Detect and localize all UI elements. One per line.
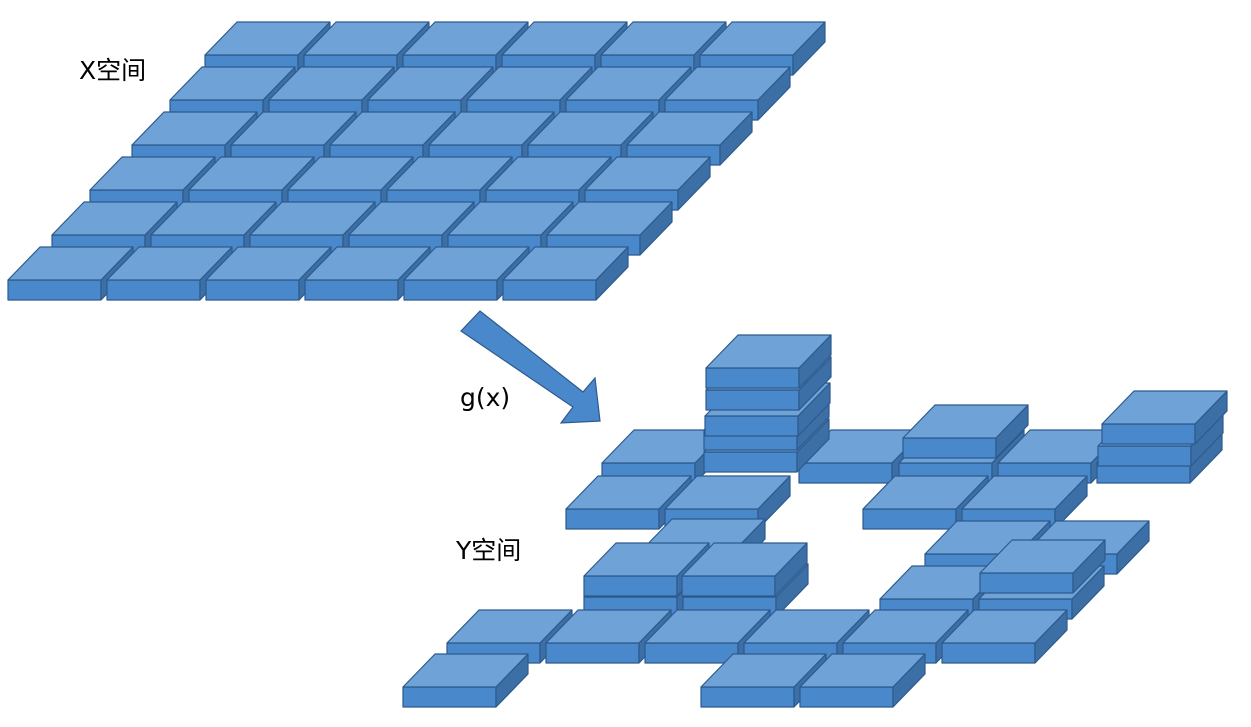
tile-top-face <box>303 21 430 56</box>
tile-top-face <box>1101 390 1228 425</box>
tile-top-face <box>545 609 672 644</box>
mapping-function-label: g(x) <box>460 383 511 412</box>
tile-top-face <box>705 334 832 369</box>
tile-top-face <box>664 475 791 510</box>
tile-top-face <box>51 201 178 236</box>
tile-top-face <box>367 66 494 101</box>
tile-front-face <box>1101 423 1196 445</box>
x-space-tile-grid <box>7 21 826 301</box>
tile-top-face <box>287 156 414 191</box>
tile-top-face <box>502 246 629 281</box>
y-space-tile <box>799 653 926 708</box>
tile-top-face <box>447 201 574 236</box>
tile-top-face <box>546 201 673 236</box>
y-space-tile <box>979 539 1106 594</box>
tile-top-face <box>205 246 332 281</box>
tile-top-face <box>204 21 331 56</box>
tile-top-face <box>188 156 315 191</box>
tile-top-face <box>565 66 692 101</box>
tile-front-face <box>106 279 201 301</box>
tile-top-face <box>743 609 870 644</box>
tile-front-face <box>703 451 798 473</box>
tile-front-face <box>799 686 894 708</box>
tile-top-face <box>446 609 573 644</box>
y-space-tile <box>402 653 529 708</box>
tile-top-face <box>902 404 1029 439</box>
tile-front-face <box>644 642 739 664</box>
tile-top-face <box>842 609 969 644</box>
tile-top-face <box>699 21 826 56</box>
tile-top-face <box>7 246 134 281</box>
tile-top-face <box>150 201 277 236</box>
tile-front-face <box>798 462 893 484</box>
tile-front-face <box>862 508 957 530</box>
tile-top-face <box>961 475 1088 510</box>
tile-top-face <box>249 201 376 236</box>
y-space-tile <box>1101 390 1228 445</box>
tile-top-face <box>565 475 692 510</box>
tile-top-face <box>941 609 1068 644</box>
tile-top-face <box>466 66 593 101</box>
tile-top-face <box>403 246 530 281</box>
tile-front-face <box>403 279 498 301</box>
tile-front-face <box>941 642 1036 664</box>
tile-front-face <box>7 279 102 301</box>
tile-top-face <box>402 653 529 688</box>
tile-top-face <box>584 156 711 191</box>
tile-top-face <box>428 111 555 146</box>
y-space-tile <box>705 334 832 389</box>
tile-front-face <box>979 572 1074 594</box>
tile-top-face <box>348 201 475 236</box>
tile-top-face <box>979 539 1106 574</box>
tile-top-face <box>664 66 791 101</box>
tile-front-face <box>1097 445 1192 467</box>
tile-top-face <box>386 156 513 191</box>
y-space-tile <box>681 542 808 597</box>
y-space-tile <box>902 404 1029 459</box>
y-space-tile <box>941 609 1068 664</box>
tile-front-face <box>902 437 997 459</box>
tile-top-face <box>131 111 258 146</box>
tile-top-face <box>799 653 926 688</box>
tile-top-face <box>329 111 456 146</box>
x-space-label: X空间 <box>79 56 147 85</box>
tile-top-face <box>644 609 771 644</box>
x-space-tile <box>106 246 233 301</box>
tile-front-face <box>545 642 640 664</box>
tile-front-face <box>205 279 300 301</box>
tile-front-face <box>681 575 776 597</box>
tile-top-face <box>268 66 395 101</box>
tile-top-face <box>583 542 710 577</box>
tile-front-face <box>705 389 800 411</box>
y-space-tile-cluster <box>402 334 1228 708</box>
tile-top-face <box>681 542 808 577</box>
tile-front-face <box>583 575 678 597</box>
y-space-tile <box>862 475 989 530</box>
tile-top-face <box>106 246 233 281</box>
tile-front-face <box>502 279 597 301</box>
tile-front-face <box>402 686 497 708</box>
tile-top-face <box>485 156 612 191</box>
tile-front-face <box>700 686 795 708</box>
tile-top-face <box>402 21 529 56</box>
tile-top-face <box>527 111 654 146</box>
tile-top-face <box>169 66 296 101</box>
tile-top-face <box>230 111 357 146</box>
tile-top-face <box>501 21 628 56</box>
tile-top-face <box>862 475 989 510</box>
mapping-arrow <box>460 310 601 424</box>
tile-top-face <box>304 246 431 281</box>
tile-top-face <box>89 156 216 191</box>
x-space-tile <box>502 246 629 301</box>
tile-front-face <box>304 279 399 301</box>
tile-top-face <box>600 21 727 56</box>
tile-top-face <box>626 111 753 146</box>
tile-front-face <box>705 367 800 389</box>
tile-front-face <box>704 415 799 437</box>
y-space-label: Y空间 <box>456 536 522 565</box>
tile-front-face <box>565 508 660 530</box>
tile-top-face <box>700 653 827 688</box>
